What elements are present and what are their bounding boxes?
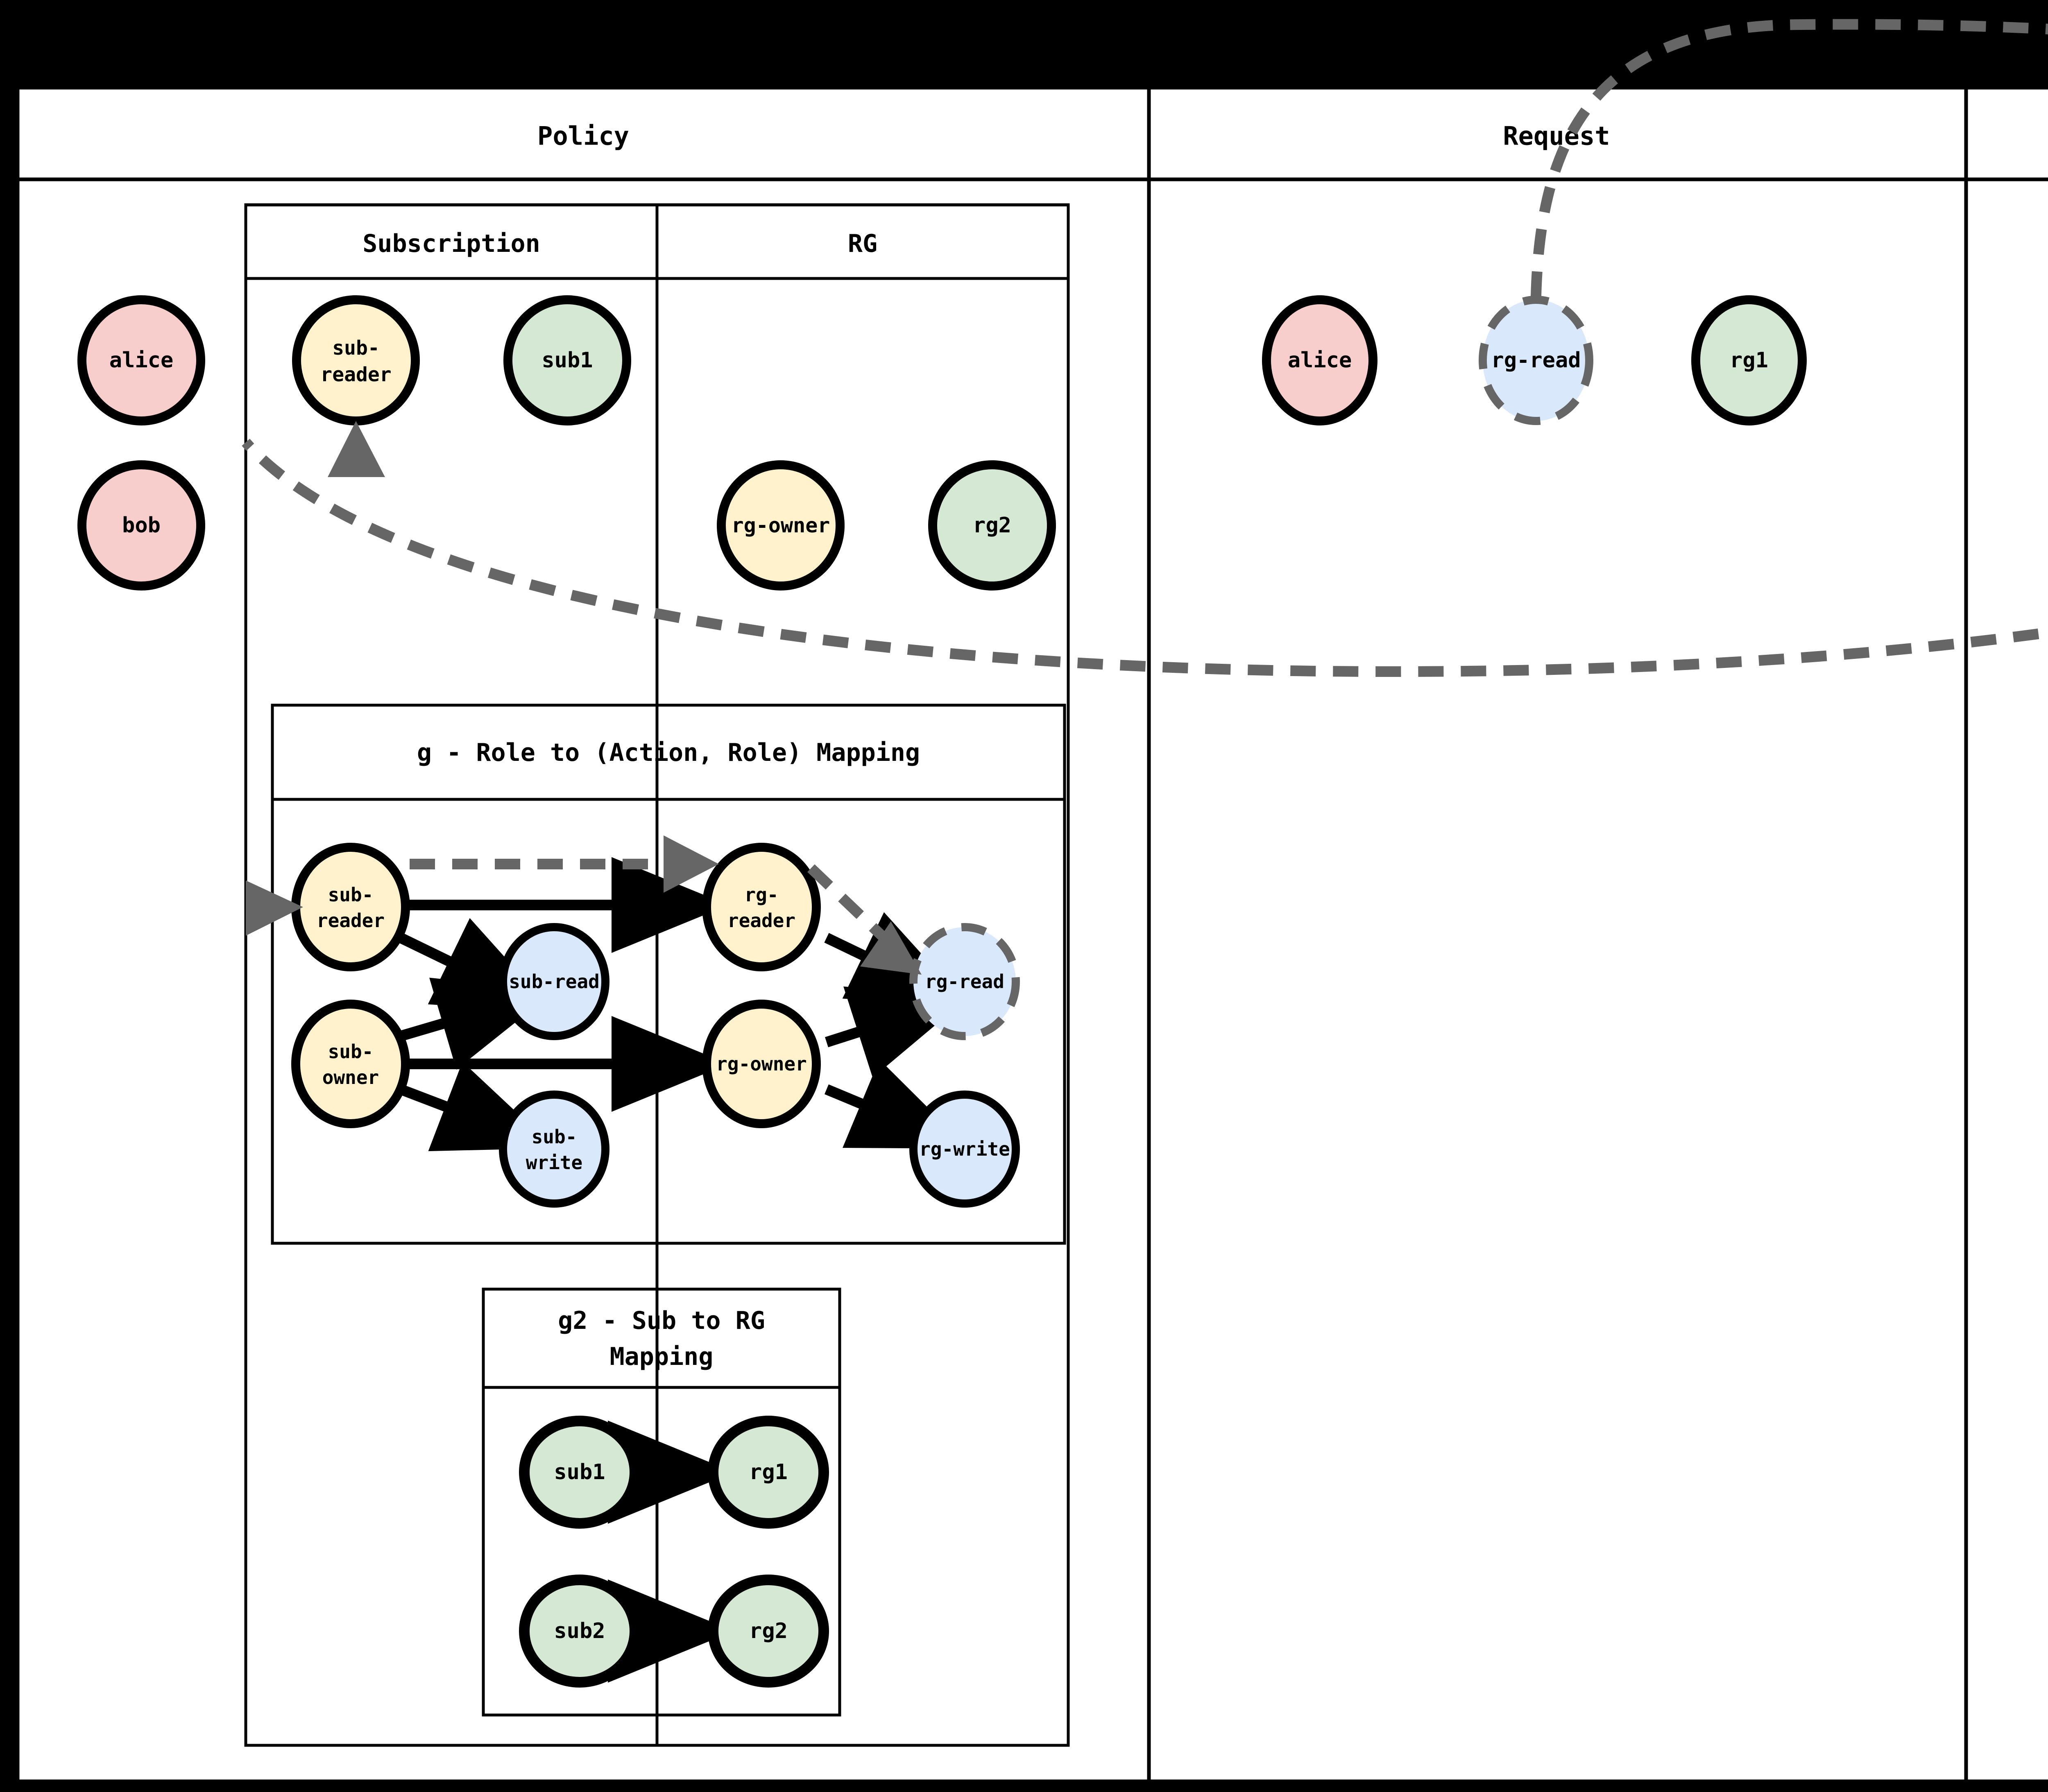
policy-user-alice: alice	[77, 295, 205, 425]
column-header-subscription: Subscription	[362, 229, 540, 258]
request-node-rg1-label: rg1	[1730, 348, 1768, 373]
g-node-rg-write-label: rg-write	[919, 1138, 1010, 1160]
g-mapping-box	[271, 704, 1066, 1245]
g-node-rg-read-label: rg-read	[925, 971, 1004, 993]
policy-node-sub-reader-label-2: reader	[320, 363, 391, 386]
g-node-rg-owner: rg-owner	[702, 1000, 821, 1128]
g2-node-rg1-label: rg1	[749, 1460, 788, 1484]
g2-node-sub2: sub2	[519, 1575, 640, 1688]
g-mapping-box-title: g - Role to (Action, Role) Mapping	[417, 738, 920, 767]
panel-frame	[16, 86, 2048, 1783]
g-node-sub-read: sub-read	[499, 923, 609, 1040]
request-node-rg1: rg1	[1691, 295, 1807, 425]
arrowhead-g-subreader-in	[246, 880, 303, 936]
g-node-sub-read-label: sub-read	[509, 971, 600, 993]
g2-node-rg1: rg1	[708, 1416, 829, 1529]
arrowhead-g-rgreader	[664, 835, 719, 893]
request-node-alice-label: alice	[1288, 348, 1352, 373]
g-node-sub-write-label-1: sub-	[532, 1126, 577, 1148]
arrowhead-policy-subreader	[328, 421, 385, 477]
policy-node-rg-owner: rg-owner	[717, 460, 845, 591]
g-node-sub-reader: sub- reader	[291, 843, 410, 971]
policy-node-rg2: rg2	[928, 460, 1056, 591]
g2-node-sub1: sub1	[519, 1416, 640, 1529]
g-node-sub-reader-label-2: reader	[317, 910, 385, 932]
g2-node-sub2-label: sub2	[554, 1619, 605, 1643]
g-node-sub-reader-label-1: sub-	[328, 884, 374, 906]
link-matching-subreader-to-policy-subreader	[242, 439, 2048, 677]
g-node-rg-reader-label-1: rg-	[744, 884, 778, 906]
g-node-rg-write: rg-write	[909, 1091, 1020, 1208]
g2-node-sub1-label: sub1	[554, 1460, 605, 1484]
g-node-rg-reader: rg- reader	[702, 843, 821, 971]
g2-node-rg2: rg2	[708, 1575, 829, 1688]
link-request-rgread-to-matching-rgread	[1531, 19, 2048, 297]
policy-node-sub-reader: sub- reader	[292, 295, 420, 425]
g-node-sub-owner-label-2: owner	[322, 1066, 379, 1088]
g-node-rg-reader-label-2: reader	[727, 910, 795, 932]
policy-node-sub1-label: sub1	[541, 348, 593, 373]
g-node-sub-write-label-2: write	[526, 1152, 582, 1174]
g-node-rg-owner-label: rg-owner	[716, 1053, 807, 1075]
g-node-sub-write: sub- write	[499, 1091, 609, 1208]
highlight-arrowheads	[246, 421, 922, 975]
column-header-rg: RG	[848, 229, 877, 258]
panel-title-request: Request	[1503, 121, 1610, 151]
g2-node-rg2-label: rg2	[749, 1619, 788, 1643]
g-node-sub-owner: sub- owner	[291, 1000, 410, 1128]
policy-user-bob: bob	[77, 460, 205, 591]
policy-node-rg-owner-label: rg-owner	[732, 514, 830, 537]
policy-node-sub1: sub1	[503, 295, 631, 425]
request-node-rg-read: rg-read	[1479, 296, 1593, 425]
request-node-alice: alice	[1262, 295, 1377, 425]
request-node-rg-read-label: rg-read	[1491, 348, 1581, 373]
panel-title-policy: Policy	[537, 121, 629, 151]
policy-node-sub-reader-label-1: sub-	[332, 337, 380, 360]
g-node-rg-read: rg-read	[909, 923, 1020, 1040]
g2-mapping-box-title-1: g2 - Sub to RG	[558, 1306, 765, 1335]
g2-mapping-box	[482, 1287, 841, 1717]
policy-user-alice-label: alice	[109, 348, 174, 373]
g2-mapping-box-title-2: Mapping	[610, 1342, 714, 1371]
g2-mapping-edges	[608, 1421, 734, 1683]
policy-user-bob-label: bob	[122, 513, 161, 538]
policy-node-rg2-label: rg2	[973, 513, 1011, 538]
g-node-sub-owner-label-1: sub-	[328, 1041, 374, 1063]
arrowhead-g-rgread	[860, 921, 922, 975]
